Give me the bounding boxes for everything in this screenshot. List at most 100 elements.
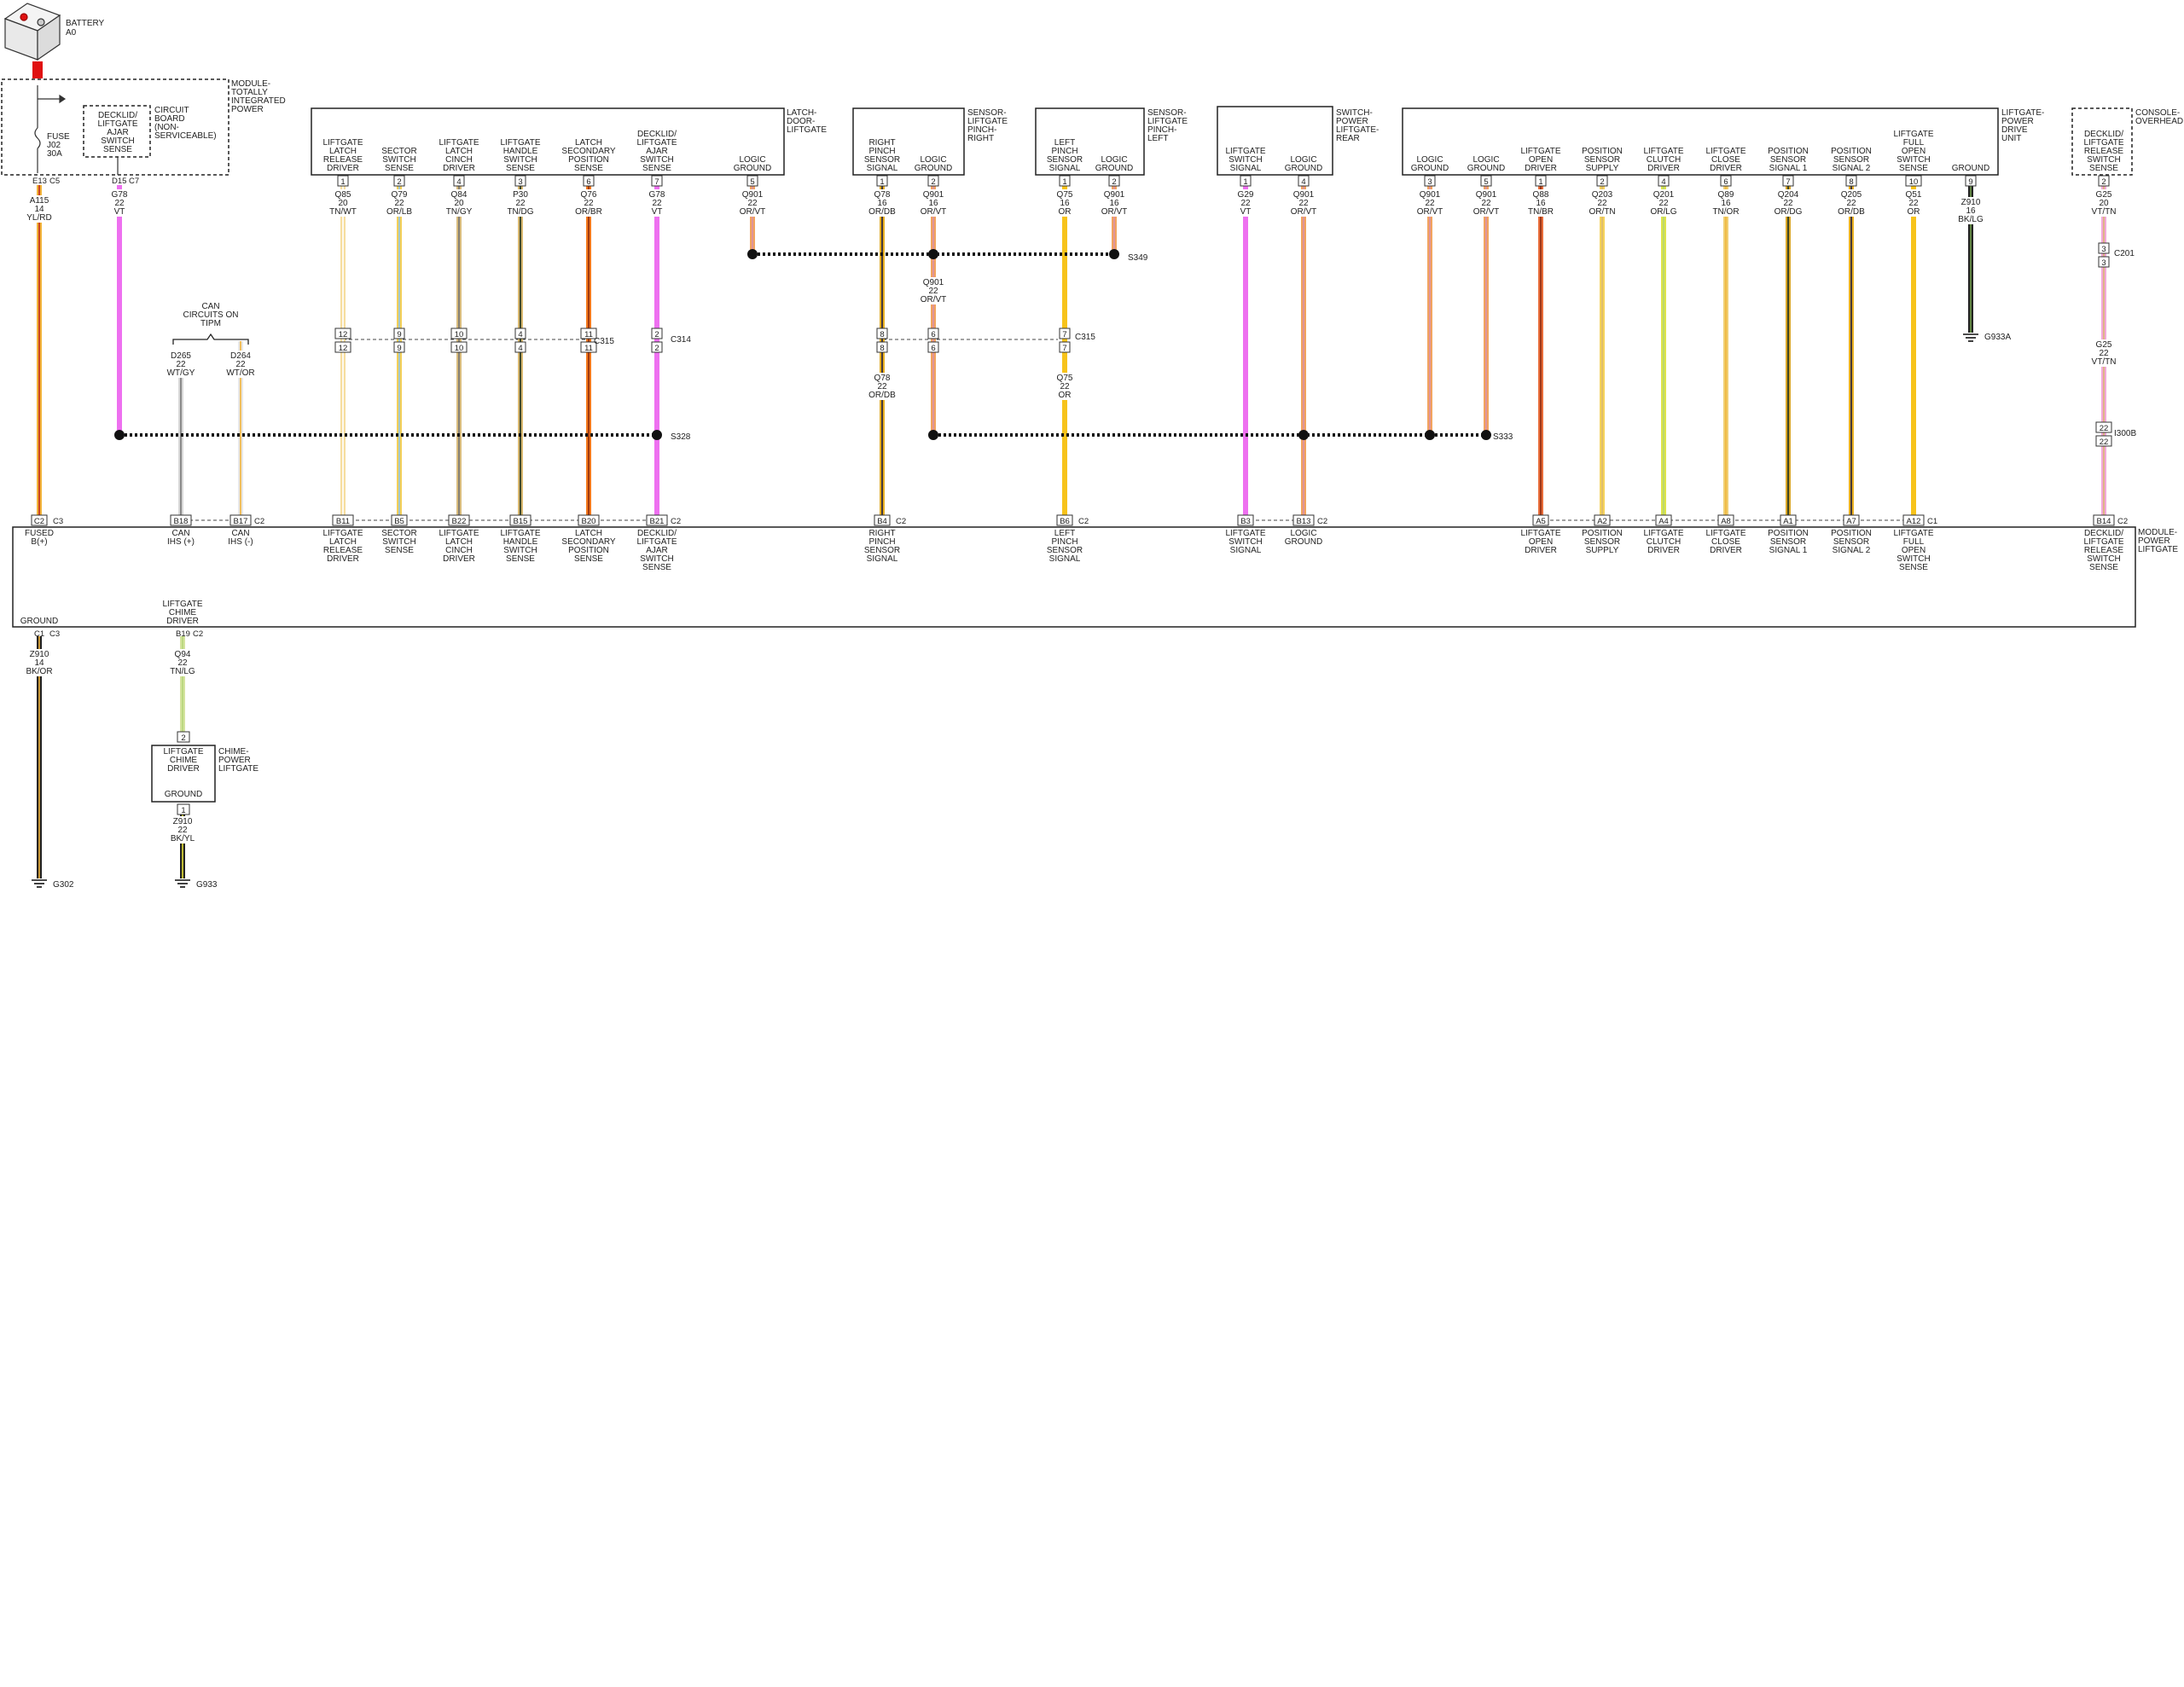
chime-ground-label: GROUND [165, 790, 202, 799]
tipm-box [1, 78, 229, 176]
plm-conn-8: C2 [671, 517, 681, 526]
plm-pin-16: A8 [1717, 514, 1734, 526]
wire-label-bg-19 [1283, 189, 1324, 217]
wire-label-bg-1 [99, 189, 140, 217]
plm-pin-7: B20 [578, 514, 600, 526]
svg-text:5: 5 [1484, 177, 1488, 187]
wire-label-bg-6 [439, 189, 479, 217]
svg-text:A2: A2 [1597, 517, 1607, 526]
svg-text:B11: B11 [336, 517, 350, 526]
svg-text:B6: B6 [1060, 517, 1070, 526]
wire-label-bg-15 [1044, 189, 1085, 217]
fuse-icon [34, 85, 67, 173]
svg-text:6: 6 [931, 330, 935, 339]
plm-pin-1: B18 [170, 514, 192, 526]
plm-pin-4: B5 [391, 514, 408, 526]
splices-layer [32, 249, 1978, 888]
circuit-board-box [83, 105, 151, 158]
plm-pin-6: B15 [509, 514, 531, 526]
svg-text:12: 12 [339, 330, 348, 339]
plm-chime-pin: B19 [176, 629, 190, 639]
svg-text:22: 22 [2100, 438, 2109, 447]
c314-bot-3: 4 [514, 341, 526, 353]
c315-top-2: 7 [1059, 328, 1071, 339]
chime-pin-top: 2 [177, 731, 190, 743]
pdu-pin-label-9: GROUND [1952, 164, 1989, 173]
wire-label-bg-17 [1044, 373, 1085, 400]
battery-label: BATTERY [66, 19, 105, 28]
svg-text:9: 9 [397, 344, 401, 353]
svg-text:8: 8 [1849, 177, 1853, 187]
wire-label-bg-26 [1768, 189, 1809, 217]
svg-text:7: 7 [1062, 344, 1066, 353]
pdu-pin-1: 5 [1480, 175, 1492, 187]
wire-label-bg-34 [162, 816, 203, 844]
svg-text:B4: B4 [877, 517, 887, 526]
i300b-label: I300B [2114, 429, 2136, 438]
svg-text:8: 8 [880, 330, 884, 339]
plm-pin-19: A12 [1902, 514, 1925, 526]
c315-top-0: 8 [876, 328, 888, 339]
c315-label: C315 [1075, 333, 1095, 342]
c314-top-2: 10 [450, 328, 468, 339]
plm-conn-0: C3 [53, 517, 63, 526]
g933-label: G933 [196, 880, 218, 890]
wire-label-bg-24 [1643, 189, 1684, 217]
s333-node-0 [928, 430, 938, 440]
s349-node-1 [928, 249, 938, 259]
svg-text:1: 1 [340, 177, 345, 187]
pdu-pin-8: 10 [1905, 175, 1922, 187]
svg-text:A12: A12 [1907, 517, 1921, 526]
wire-label-bg-28 [1893, 189, 1934, 217]
wire-label-bg-25 [1705, 189, 1746, 217]
svg-text:9: 9 [397, 330, 401, 339]
switch_rear-pin-1: 4 [1298, 175, 1310, 187]
chime-pin-bottom: 1 [177, 803, 190, 815]
pdu-pin-2: 1 [1535, 175, 1547, 187]
wire-label-bg-8 [568, 189, 609, 217]
overhead-box [2071, 107, 2133, 176]
svg-text:7: 7 [1062, 330, 1066, 339]
latch-pin-1: 2 [393, 175, 405, 187]
svg-text:B18: B18 [174, 517, 189, 526]
s333-node-1 [1298, 430, 1309, 440]
pinch_right-pin-0: 1 [876, 175, 888, 187]
latch-pin-4: 6 [583, 175, 595, 187]
wire-label-bg-12 [913, 189, 954, 217]
s349-label: S349 [1128, 253, 1148, 263]
latch-pin-2: 4 [453, 175, 465, 187]
plm-chime-conn: C2 [193, 629, 203, 639]
pinch_left-pin-1: 2 [1108, 175, 1120, 187]
g933-symbol [175, 879, 190, 888]
c314-top-5: 2 [651, 328, 663, 339]
battery-id: A0 [66, 28, 77, 38]
plm-pin-12: B13 [1292, 514, 1315, 526]
